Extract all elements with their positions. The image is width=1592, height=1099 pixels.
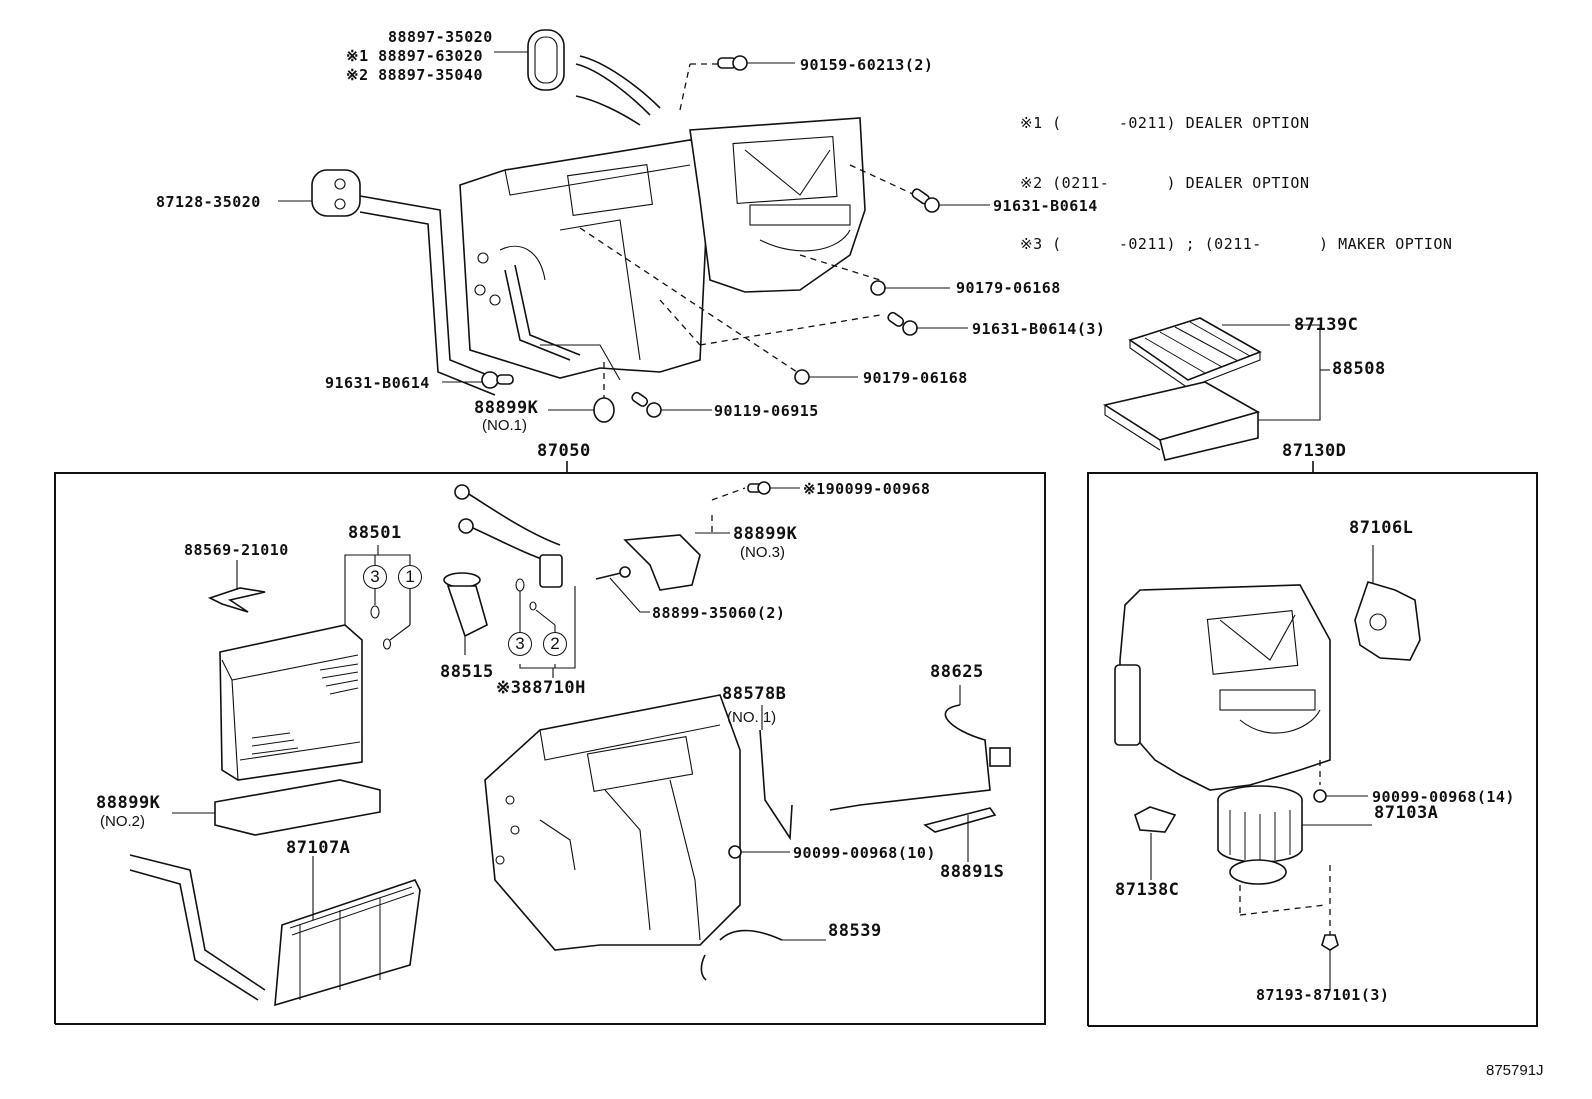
note-2-mark: ※2 [1020, 174, 1043, 193]
part-label-88508[interactable]: 88508 [1332, 359, 1386, 379]
circled-mark-1: 1 [398, 565, 422, 589]
clip-88891s [923, 807, 997, 862]
circled-mark-3-b: 3 [508, 632, 532, 656]
option-notes: ※1 ( -0211) DEALER OPTION ※2 (0211- ) DE… [1020, 72, 1452, 275]
air-filter-87139c [1128, 317, 1290, 389]
heater-case-assembly [359, 55, 866, 396]
hose-88539 [700, 929, 826, 981]
part-label-88899-35060[interactable]: 88899-35060(2) [652, 604, 786, 622]
part-label-90099-00968-10[interactable]: 90099-00968(10) [793, 844, 936, 862]
part-label-87193-87101[interactable]: 87193-87101(3) [1256, 986, 1390, 1004]
resistor-87138c [1134, 806, 1177, 880]
part-sublabel-no-1: (NO. 1) [727, 709, 777, 726]
part-label-88899k-no2[interactable]: 88899K [96, 793, 161, 813]
note-1: ※1 ( -0211) DEALER OPTION [1020, 113, 1452, 133]
circled-mark-2: 2 [543, 632, 567, 656]
servo-motor-87106l [1354, 545, 1421, 661]
frame-87050 [54, 461, 1046, 1025]
evaporator-88501 [219, 624, 363, 781]
frame-87130d [1087, 461, 1538, 1027]
part-label-88897-35040[interactable]: ※2 88897-35040 [346, 66, 483, 84]
part-label-88539[interactable]: 88539 [828, 921, 882, 941]
nut-90179-a [870, 280, 950, 296]
note-3-mark: ※3 [1020, 235, 1043, 253]
clip-88569 [207, 560, 266, 613]
part-sublabel-no3: (NO.3) [740, 544, 785, 561]
part-label-88578b[interactable]: 88578B [722, 684, 787, 704]
screw-90099-a [728, 845, 790, 859]
part-label-87128-35020[interactable]: 87128-35020 [156, 193, 261, 211]
part-label-88897-35020[interactable]: 88897-35020 [388, 28, 493, 46]
sensor-88578b [759, 705, 793, 841]
unit-title-87050[interactable]: 87050 [537, 441, 591, 461]
part-label-87138c[interactable]: 87138C [1115, 880, 1180, 900]
nut-90179-b [794, 369, 858, 385]
part-sublabel-no1: (NO.1) [482, 417, 527, 434]
part-label-88899k-no3[interactable]: 88899K [733, 524, 798, 544]
screw-90119 [631, 391, 712, 418]
part-label-88515[interactable]: 88515 [440, 662, 494, 682]
expansion-valve-88515 [443, 572, 488, 655]
figure-id: 875791J [1486, 1062, 1544, 1079]
part-label-90099-00968-14[interactable]: 90099-00968(14) [1372, 788, 1515, 806]
part-label-87103a[interactable]: 87103A [1374, 803, 1439, 823]
note-2-text: (0211- ) DEALER OPTION [1052, 174, 1310, 193]
tube-set-88710h [454, 484, 576, 678]
circled-mark-3-a: 3 [363, 565, 387, 589]
part-label-88891s[interactable]: 88891S [940, 862, 1005, 882]
heater-case-lower [484, 694, 741, 951]
screw-90159 [717, 55, 795, 71]
part-label-87139c[interactable]: 87139C [1294, 315, 1359, 335]
part-label-90159-60213[interactable]: 90159-60213(2) [800, 56, 934, 74]
part-label-88899k-no1[interactable]: 88899K [474, 398, 539, 418]
part-label-88897-63020[interactable]: ※1 88897-63020 [346, 47, 483, 65]
part-label-88625[interactable]: 88625 [930, 662, 984, 682]
part-label-91631-b0614-b[interactable]: 91631-B0614(3) [972, 320, 1106, 338]
part-label-91631-b0614-c[interactable]: 91631-B0614 [325, 374, 430, 392]
part-label-90119-06915[interactable]: 90119-06915 [714, 402, 819, 420]
cushion-88899k-no1 [548, 397, 615, 423]
screw-91631-c [442, 371, 514, 389]
screw-87193 [1321, 920, 1339, 990]
part-label-87107a[interactable]: 87107A [286, 838, 351, 858]
heater-core-87107a [129, 854, 421, 1007]
part-label-88501[interactable]: 88501 [348, 523, 402, 543]
note-1-text: ( -0211) DEALER OPTION [1052, 113, 1310, 132]
screw-91631-b [887, 311, 968, 336]
part-label-90179-06168-a[interactable]: 90179-06168 [956, 279, 1061, 297]
wire-harness-88625 [829, 685, 1011, 811]
part-label-91631-b0614-a[interactable]: 91631-B0614 [993, 197, 1098, 215]
part-label-90179-06168-b[interactable]: 90179-06168 [863, 369, 968, 387]
part-label-88569-21010[interactable]: 88569-21010 [184, 541, 289, 559]
part-label-190099-00968[interactable]: ※190099-00968 [803, 480, 931, 498]
bracket-88501 [344, 545, 411, 650]
note-1-mark: ※1 [1020, 113, 1043, 132]
grommet-88897 [494, 29, 565, 91]
unit-title-87130d[interactable]: 87130D [1282, 441, 1347, 461]
cushion-88899k-no3 [623, 532, 730, 591]
blower-motor-87103a [1217, 785, 1372, 916]
note-3-text: ( -0211) ; (0211- ) MAKER OPTION [1052, 235, 1453, 253]
grommet-87128 [278, 169, 361, 217]
part-sublabel-no2: (NO.2) [100, 813, 145, 830]
screw-91631-a [911, 188, 990, 213]
note-3: ※3 ( -0211) ; (0211- ) MAKER OPTION [1020, 234, 1452, 254]
screw-88899-35060 [595, 566, 650, 613]
filter-case-88508 [1102, 324, 1330, 461]
note-2: ※2 (0211- ) DEALER OPTION [1020, 173, 1452, 193]
top-dashed-leaders [579, 63, 916, 400]
part-label-87106l[interactable]: 87106L [1349, 518, 1414, 538]
cushion-88899k-no2 [172, 779, 381, 836]
screw-190099 [711, 481, 800, 535]
blower-case-87130d [1114, 584, 1331, 791]
part-label-88710h[interactable]: ※388710H [496, 678, 586, 698]
screw-90099-c [1313, 760, 1368, 803]
